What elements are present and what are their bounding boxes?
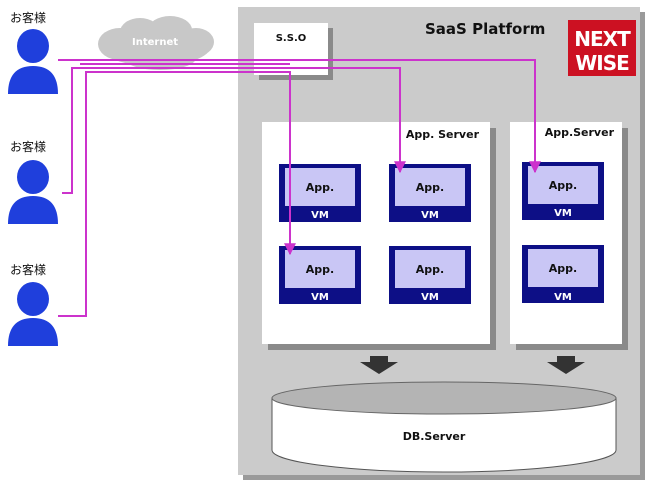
app-server-left-label: App. Server: [406, 128, 480, 141]
sso-box: [254, 23, 328, 75]
customer-1: お客様: [8, 10, 58, 94]
svg-text:VM: VM: [421, 292, 439, 303]
down-arrow-icon: [360, 356, 398, 374]
customer-label: お客様: [10, 262, 46, 277]
svg-text:App.: App.: [549, 262, 577, 275]
sso-label: S.S.O: [276, 33, 307, 44]
db-server: DB.Server: [271, 381, 617, 473]
vm-left-2: App. VM: [389, 164, 471, 222]
connection-3-to-left-bottom-app: [58, 71, 296, 317]
connection-2-to-left-top-app: [62, 67, 406, 194]
vm-left-3: App. VM: [279, 246, 361, 304]
svg-text:VM: VM: [421, 210, 439, 221]
person-icon: [8, 282, 58, 346]
customer-label: お客様: [10, 10, 46, 25]
svg-text:VM: VM: [311, 210, 329, 221]
svg-text:WISE: WISE: [575, 51, 629, 75]
internet-label: Internet: [132, 37, 178, 48]
connection-lines: [58, 59, 541, 317]
svg-text:VM: VM: [311, 292, 329, 303]
app-server-right: [510, 122, 622, 344]
app-server-right-label: App.Server: [545, 126, 615, 139]
db-server-label: DB.Server: [403, 430, 466, 443]
vm-left-1: App. VM: [279, 164, 361, 222]
app-server-left: [262, 122, 490, 344]
svg-text:VM: VM: [554, 208, 572, 219]
svg-text:App.: App.: [416, 181, 444, 194]
internet-cloud: Internet: [98, 16, 214, 70]
connection-1-to-right-app: [58, 59, 541, 174]
svg-text:App.: App.: [306, 181, 334, 194]
platform-title: SaaS Platform: [425, 20, 545, 38]
svg-text:App.: App.: [306, 263, 334, 276]
vm-right-2: App. VM: [522, 245, 604, 303]
svg-text:App.: App.: [549, 179, 577, 192]
customer-2: お客様: [8, 139, 58, 224]
customer-label: お客様: [10, 139, 46, 154]
svg-text:NEXT: NEXT: [574, 27, 631, 51]
vm-left-4: App. VM: [389, 246, 471, 304]
customer-3: お客様: [8, 262, 58, 346]
nextwise-logo: NEXT WISE: [568, 20, 636, 76]
person-icon: [8, 160, 58, 224]
person-icon: [8, 29, 58, 94]
down-arrow-icon: [547, 356, 585, 374]
svg-text:VM: VM: [554, 292, 572, 303]
svg-text:App.: App.: [416, 263, 444, 276]
